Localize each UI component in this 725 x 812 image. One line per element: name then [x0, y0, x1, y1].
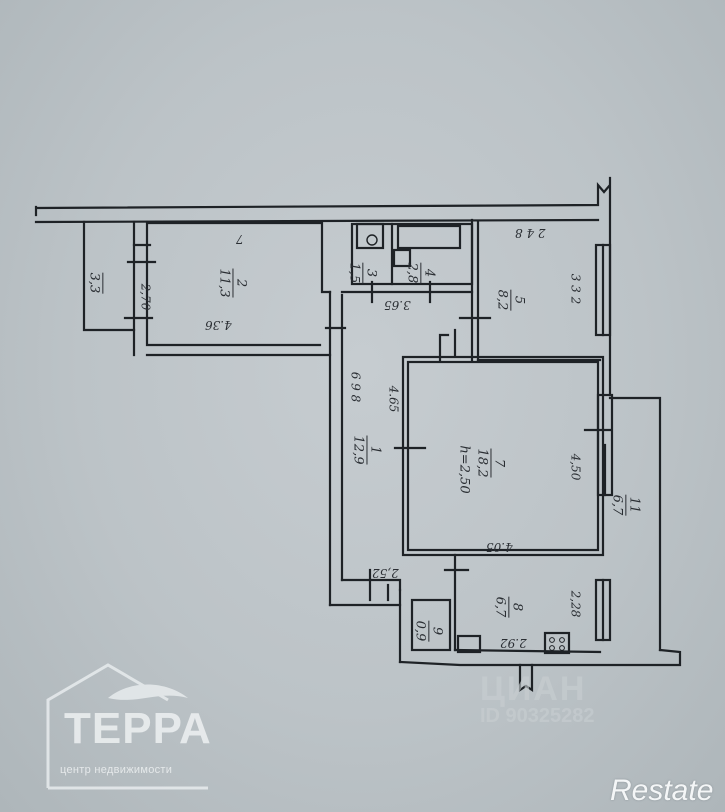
cian-watermark: ЦИАН ID 90325282: [480, 670, 595, 728]
dim-room7-width: 4.05: [486, 540, 513, 554]
dim-room2-length: 4.36: [205, 318, 232, 332]
dim-room2-width: 2,70: [138, 283, 153, 311]
cian-logo: ЦИАН: [480, 670, 587, 708]
dim-room7-side: 4.65: [386, 385, 401, 413]
dim-room7-length: 4,50: [568, 453, 583, 481]
dim-hall-width: 3.65: [384, 298, 411, 312]
terra-subtitle: центр недвижимости: [60, 764, 173, 776]
cian-id: ID 90325282: [480, 705, 595, 727]
terra-name: ТЕРРА: [64, 704, 212, 753]
dim-room5-width: 2 4 8: [515, 226, 546, 240]
dim-room5-length: 3 3 2: [568, 273, 583, 305]
dim-kitchen-width: 2.92: [500, 636, 527, 650]
room-2-mark: 7: [236, 232, 244, 246]
house-leaf-icon: [46, 663, 208, 790]
dim-corridor: 2,52: [372, 566, 399, 580]
restate-watermark: Restate: [610, 774, 714, 807]
dim-hall-length: 6 9 8: [348, 371, 363, 403]
ceiling-height: h=2,50: [456, 445, 472, 494]
terra-watermark: ТЕРРА центр недвижимости: [38, 660, 238, 790]
dim-kitchen-length: 2,28: [568, 590, 583, 618]
room-loggia-area: 3,3: [86, 272, 104, 294]
